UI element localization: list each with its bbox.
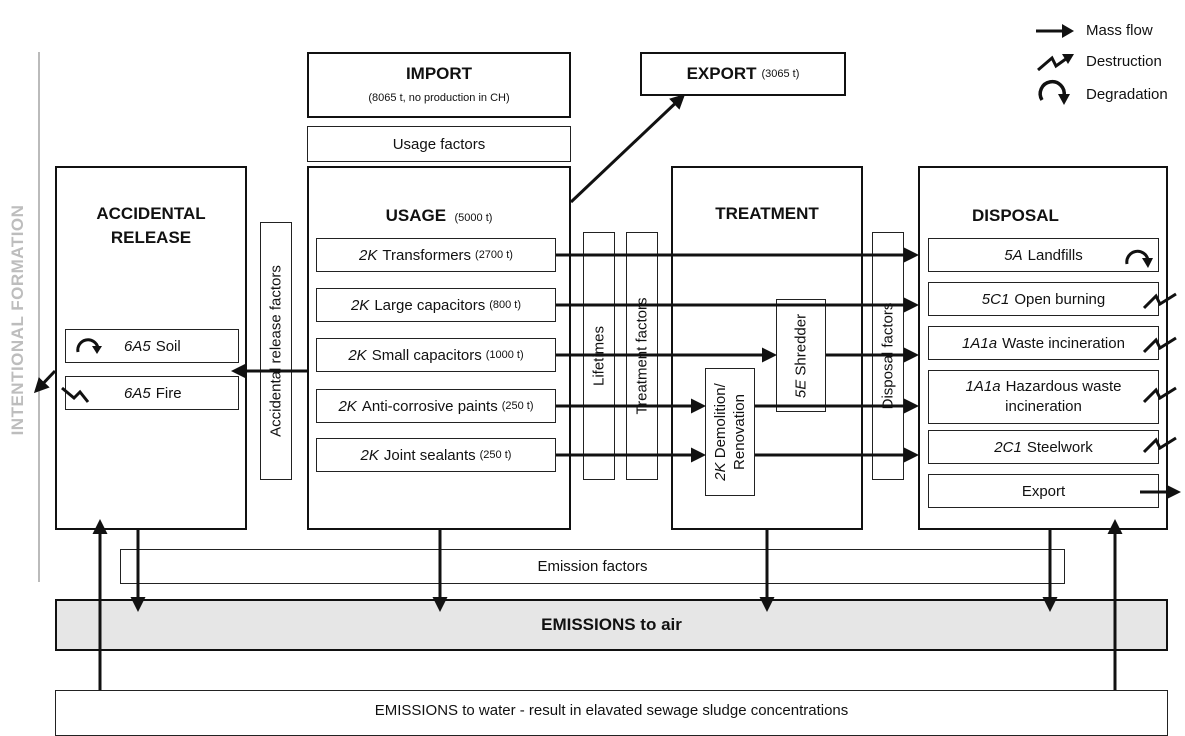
disposal-item-label-line2: incineration <box>1005 398 1082 415</box>
import-title: IMPORT <box>405 64 473 83</box>
legend-destruction: Destruction <box>1086 53 1162 70</box>
soil-degradation-icon <box>76 338 100 353</box>
usage-item-amount: (1000 t) <box>485 349 524 361</box>
landfill-degradation-arrowhead <box>1142 258 1153 268</box>
export-title: EXPORT <box>686 64 757 83</box>
legend-icons <box>1036 24 1074 105</box>
legend-mass-flow: Mass flow <box>1086 22 1153 39</box>
disposal-item-label: Hazardous waste <box>1005 378 1122 395</box>
fire-code: 6A5 <box>124 384 151 402</box>
usage-item-amount: (2700 t) <box>475 249 513 261</box>
soil-code: 6A5 <box>124 337 151 355</box>
disposal-title: DISPOSAL <box>972 206 1059 225</box>
export-amount: (3065 t) <box>761 68 800 80</box>
usage-item-anti-corrosive-paints: 2K Anti-corrosive paints (250 t) <box>316 389 556 423</box>
usage-item-label: Anti-corrosive paints <box>361 397 498 415</box>
soil-degradation-arrowhead <box>92 346 102 354</box>
usage-item-small-capacitors: 2K Small capacitors (1000 t) <box>316 338 556 372</box>
demolition-renovation-box: 2K Demolition/ Renovation <box>705 368 755 496</box>
usage-item-joint-sealants: 2K Joint sealants (250 t) <box>316 438 556 472</box>
emissions-to-water-box: EMISSIONS to water - result in elavated … <box>55 690 1168 736</box>
disposal-item-open-burning: 5C1 Open burning <box>928 282 1159 316</box>
disposal-item-label: Landfills <box>1027 246 1083 264</box>
usage-item-code: 2K <box>360 446 379 464</box>
disposal-item-label: Open burning <box>1014 290 1106 308</box>
export-box: EXPORT (3065 t) <box>640 52 846 96</box>
disposal-item-code: 5C1 <box>981 290 1010 308</box>
disposal-item-landfills: 5A Landfills <box>928 238 1159 272</box>
arrow-usage-export <box>569 93 686 204</box>
usage-item-label: Joint sealants <box>383 446 476 464</box>
usage-item-code: 2K <box>350 296 370 314</box>
disposal-item-steelwork: 2C1 Steelwork <box>928 430 1159 464</box>
usage-amount: (5000 t) <box>454 212 493 224</box>
disposal-item-label: Waste incineration <box>1002 334 1125 352</box>
usage-item-code: 2K <box>348 346 367 364</box>
legend-degradation: Degradation <box>1086 86 1168 103</box>
usage-item-amount: (250 t) <box>479 449 512 461</box>
open-burning-destruction-icon <box>1142 292 1177 310</box>
disposal-item-export: Export <box>928 474 1159 508</box>
disposal-item-code: 2C1 <box>994 438 1022 456</box>
arrow-accidental-out <box>33 369 57 394</box>
disposal-item-label: Export <box>1021 482 1066 500</box>
emission-factors-box: Emission factors <box>120 549 1065 584</box>
disposal-item-label: Steelwork <box>1026 438 1093 456</box>
usage-title: USAGE (5000 t) <box>309 206 569 226</box>
import-box: IMPORT (8065 t, no production in CH) <box>307 52 571 118</box>
landfill-degradation-icon <box>1125 249 1150 265</box>
disposal-item-waste-incineration: 1A1a Waste incineration <box>928 326 1159 360</box>
usage-item-transformers: 2K Transformers (2700 t) <box>316 238 556 272</box>
treatment-title: TREATMENT <box>715 204 819 223</box>
usage-item-large-capacitors: 2K Large capacitors (800 t) <box>316 288 556 322</box>
accidental-title: ACCIDENTAL RELEASE <box>57 202 245 250</box>
fire-destruction-icon <box>61 386 90 403</box>
disposal-item-code: 1A1a <box>965 378 1001 395</box>
accidental-fire: 6A5 Fire <box>65 376 239 410</box>
emissions-to-air-box: EMISSIONS to air <box>55 599 1168 651</box>
usage-item-label: Small capacitors <box>371 346 482 364</box>
legend: Mass flow Destruction Degradation <box>1030 8 1180 108</box>
steelwork-destruction-icon <box>1142 436 1177 454</box>
waste-incineration-destruction-icon <box>1142 336 1177 354</box>
usage-item-code: 2K <box>359 246 378 264</box>
soil-label: Soil <box>155 337 181 355</box>
disposal-item-code: 5A <box>1004 246 1023 264</box>
intentional-divider <box>38 52 40 582</box>
usage-factors-box: Usage factors <box>307 126 571 162</box>
disposal-item-code: 1A1a <box>962 334 998 352</box>
usage-item-code: 2K <box>338 397 357 415</box>
accidental-title-line1: ACCIDENTAL <box>96 204 206 223</box>
usage-title-text: USAGE <box>385 206 447 225</box>
accidental-title-line2: RELEASE <box>110 228 192 247</box>
usage-item-amount: (250 t) <box>501 400 534 412</box>
hazardous-destruction-icon <box>1142 386 1177 404</box>
fire-label: Fire <box>155 384 182 402</box>
import-subtitle: (8065 t, no production in CH) <box>368 92 510 104</box>
usage-item-label: Large capacitors <box>374 296 486 314</box>
usage-item-label: Transformers <box>382 246 472 264</box>
accidental-release-factors: Accidental release factors <box>260 222 292 480</box>
usage-item-amount: (800 t) <box>489 299 522 311</box>
